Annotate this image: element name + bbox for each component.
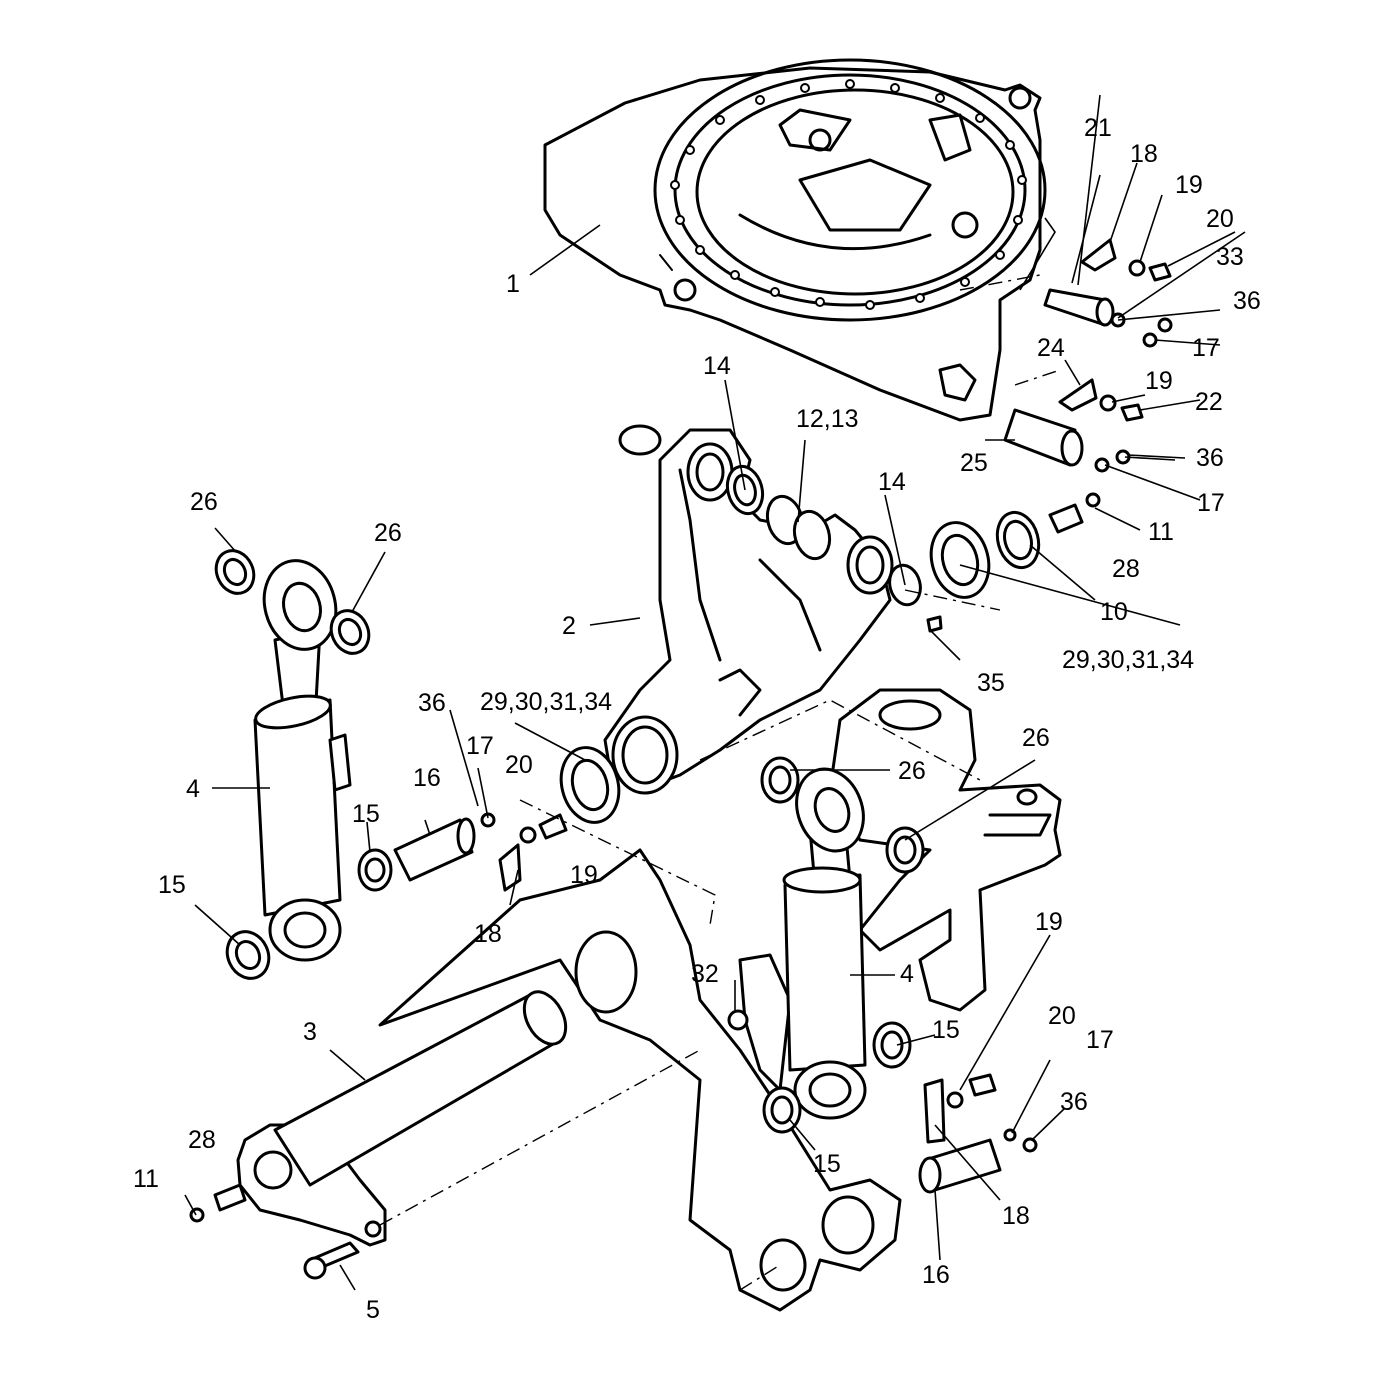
callout-1: 1	[506, 270, 520, 298]
callout-26-c: 26	[1022, 724, 1050, 752]
callout-36-c: 36	[418, 689, 446, 717]
part-2-swing-bracket	[603, 428, 894, 795]
callout-17-d: 17	[1086, 1026, 1114, 1054]
callout-15-c: 15	[932, 1016, 960, 1044]
callout-19-b: 19	[1145, 367, 1173, 395]
part-4-cylinder-left	[253, 559, 352, 962]
callout-17-a: 17	[1192, 334, 1220, 362]
callout-10: 10	[1100, 598, 1128, 626]
callout-5: 5	[366, 1296, 380, 1324]
callout-22: 22	[1195, 388, 1223, 416]
callout-36-a: 36	[1233, 287, 1261, 315]
callout-32: 32	[691, 960, 719, 988]
callout-15-a: 15	[352, 800, 380, 828]
callout-35: 35	[977, 669, 1005, 697]
callout-15-d: 15	[813, 1150, 841, 1178]
callout-11-right: 11	[1148, 518, 1174, 546]
bolt-circle	[670, 79, 1027, 310]
callout-28-left: 28	[188, 1126, 216, 1154]
callout-20-a: 20	[1206, 205, 1234, 233]
callout-18-c: 18	[1002, 1202, 1030, 1230]
callout-16-left: 16	[413, 764, 441, 792]
leader-lines	[184, 94, 1246, 1291]
callout-19-d: 19	[1035, 908, 1063, 936]
callout-17-c: 17	[466, 732, 494, 760]
callout-33: 33	[1216, 243, 1244, 271]
callout-18-a: 18	[1130, 140, 1158, 168]
callout-26-a: 26	[190, 488, 218, 516]
axis-lines	[379, 274, 1061, 1291]
part-3-pivot-tube	[236, 990, 568, 1247]
hardware-parts	[189, 238, 1173, 1280]
part-1-turntable	[543, 58, 1047, 422]
callout-14-right: 14	[878, 468, 906, 496]
callout-15-b: 15	[158, 871, 186, 899]
callout-29-30-31-34-right: 29,30,31,34	[1062, 646, 1194, 674]
callout-25: 25	[960, 449, 988, 477]
callout-36-b: 36	[1196, 444, 1224, 472]
callout-19-c: 19	[570, 861, 598, 889]
callout-28-right: 28	[1112, 555, 1140, 583]
callout-20-c: 20	[1048, 1002, 1076, 1030]
callout-18-b: 18	[474, 920, 502, 948]
callout-11-left: 11	[133, 1165, 159, 1193]
part-4-cylinder-right	[782, 767, 867, 1120]
callout-12-13: 12,13	[796, 405, 859, 433]
callout-4-right: 4	[900, 960, 914, 988]
callout-36-d: 36	[1060, 1088, 1088, 1116]
callout-2: 2	[562, 612, 576, 640]
callout-26-d: 26	[898, 757, 926, 785]
callout-20-b: 20	[505, 751, 533, 779]
callout-14-left: 14	[703, 352, 731, 380]
callout-16-right: 16	[922, 1261, 950, 1289]
callout-19-a: 19	[1175, 171, 1203, 199]
callout-labels: 1 2 3 4 4 5 10 11 11 12,13 14 14 15 15 1…	[133, 114, 1261, 1324]
callout-29-30-31-34-left: 29,30,31,34	[480, 688, 612, 716]
callout-24: 24	[1037, 334, 1065, 362]
callout-4-left: 4	[186, 775, 200, 803]
callout-26-b: 26	[374, 519, 402, 547]
boom-swing-frame	[378, 688, 1062, 1312]
callout-21: 21	[1084, 114, 1112, 142]
callout-3: 3	[303, 1018, 317, 1046]
callout-17-b: 17	[1197, 489, 1225, 517]
